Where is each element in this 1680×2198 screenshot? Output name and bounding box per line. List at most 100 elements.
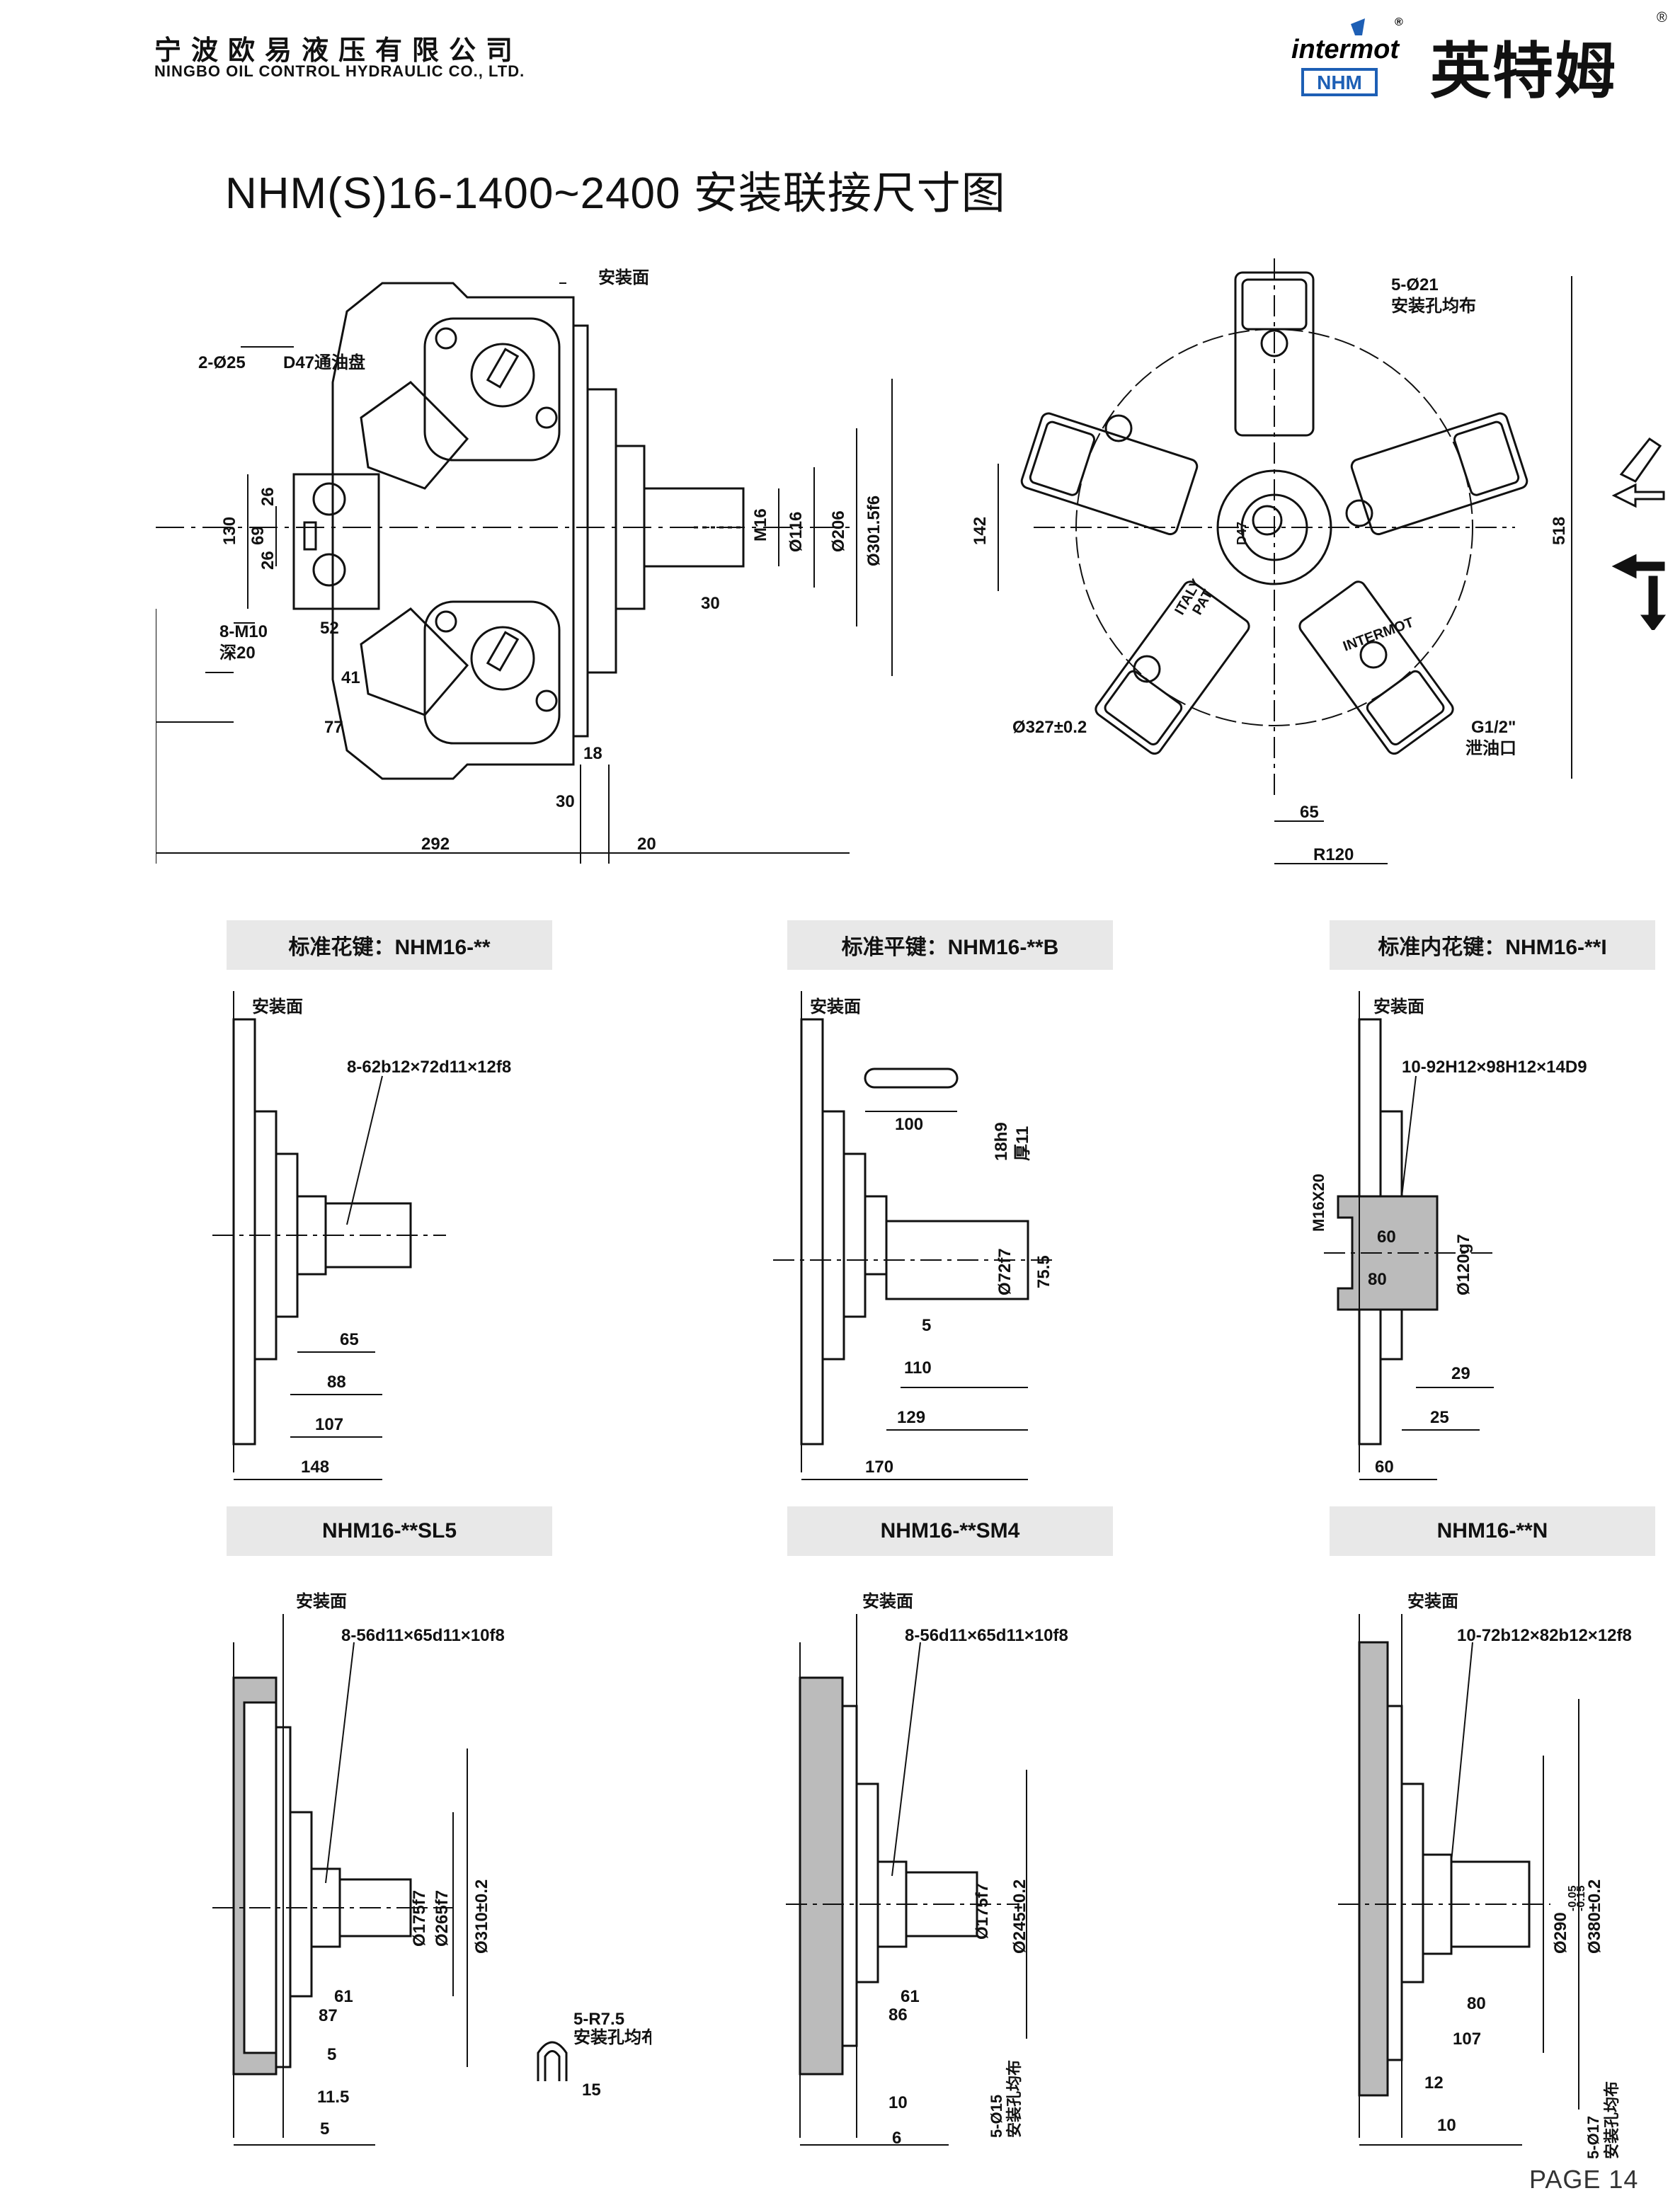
svg-text:Ø120g7: Ø120g7 (1454, 1234, 1473, 1295)
svg-text:26: 26 (258, 487, 278, 506)
svg-text:29: 29 (1451, 1364, 1470, 1383)
svg-text:110: 110 (904, 1358, 932, 1378)
svg-text:88: 88 (327, 1373, 346, 1392)
svg-text:厚11: 厚11 (1013, 1126, 1032, 1161)
svg-text:10: 10 (1437, 2116, 1456, 2135)
svg-text:18: 18 (583, 744, 602, 763)
svg-text:80: 80 (1467, 1994, 1486, 2013)
svg-text:47: 47 (249, 2158, 268, 2159)
svg-text:30: 30 (701, 594, 720, 613)
holes-2-label: 2-Ø25 (198, 353, 246, 372)
svg-text:35: 35 (1366, 2158, 1385, 2159)
svg-text:25: 25 (1430, 1408, 1449, 1427)
svg-text:M16X20: M16X20 (1310, 1174, 1327, 1232)
section-label-sm4: NHM16-**SM4 (787, 1506, 1113, 1556)
svg-text:5-R7.5: 5-R7.5 (573, 2010, 624, 2029)
svg-text:5: 5 (320, 2119, 329, 2139)
svg-text:Ø380±0.2: Ø380±0.2 (1585, 1879, 1604, 1954)
svg-text:-0.15: -0.15 (1575, 1885, 1587, 1911)
svg-text:5-Ø17: 5-Ø17 (1584, 2116, 1602, 2159)
svg-text:10-72b12×82b12×12f8: 10-72b12×82b12×12f8 (1457, 1626, 1632, 1645)
svg-text:Ø310±0.2: Ø310±0.2 (472, 1879, 491, 1954)
svg-text:安装孔均布: 安装孔均布 (1391, 296, 1476, 316)
shaft-drawing-sm4: 安装面 8-56d11×65d11×10f8 Ø175f7 Ø245±0.2 6… (786, 1591, 1068, 2159)
svg-text:G1/2": G1/2" (1471, 718, 1516, 737)
svg-text:R120: R120 (1313, 845, 1354, 864)
svg-text:170: 170 (865, 1458, 893, 1477)
svg-text:61: 61 (334, 1987, 353, 2006)
svg-text:129: 129 (897, 1408, 925, 1427)
svg-text:Ø245±0.2: Ø245±0.2 (1010, 1879, 1029, 1954)
front-view-drawing: 5-Ø21 安装孔均布 142 518 Ø327±0.2 G1/2" 泄油口 6… (971, 258, 1572, 864)
company-name-cn: 宁波欧易液压有限公司 (154, 36, 523, 66)
svg-text:5: 5 (327, 2045, 336, 2064)
shaft-drawing-internal-spline: 安装面 10-92H12×98H12×14D9 M16X20 60 80 Ø12… (1310, 991, 1587, 1480)
rotation-direction-icon (1611, 437, 1666, 630)
d47-label: D47通油盘 (283, 353, 365, 372)
svg-text:142: 142 (971, 517, 990, 545)
page-title: NHM(S)16-1400~2400 安装联接尺寸图 (225, 169, 1006, 218)
svg-text:77: 77 (324, 718, 343, 737)
svg-text:8-56d11×65d11×10f8: 8-56d11×65d11×10f8 (905, 1626, 1068, 1645)
svg-text:90: 90 (320, 2158, 339, 2159)
svg-text:50: 50 (811, 2158, 830, 2159)
svg-text:安装孔均布: 安装孔均布 (1603, 2081, 1621, 2159)
side-view-drawing: 安装面 2-Ø25 D47通油盘 8-M10 深20 130 69 26 26 … (156, 268, 893, 864)
shaft-drawing-n: 安装面 10-72b12×82b12×12f8 Ø290 -0.05 -0.15… (1338, 1591, 1632, 2159)
svg-text:20: 20 (637, 835, 656, 854)
svg-text:安装面: 安装面 (252, 997, 303, 1017)
svg-text:INTERMOT: INTERMOT (1341, 614, 1416, 654)
svg-text:Ø175f7: Ø175f7 (410, 1890, 429, 1947)
svg-text:69: 69 (248, 526, 268, 545)
svg-text:292: 292 (421, 835, 450, 854)
svg-text:107: 107 (315, 1415, 343, 1434)
svg-text:Ø116: Ø116 (787, 512, 806, 552)
svg-text:61: 61 (901, 1987, 920, 2006)
svg-text:10-92H12×98H12×14D9: 10-92H12×98H12×14D9 (1402, 1058, 1587, 1077)
section-label-standard-spline: 标准花键：NHM16-** (227, 920, 552, 970)
svg-text:5-Ø15: 5-Ø15 (988, 2095, 1005, 2138)
registered-mark: ® (1657, 10, 1667, 25)
svg-text:26: 26 (258, 551, 278, 570)
shaft-drawing-flat-key: 安装面 100 18h9 厚11 Ø72f7 75.5 5 110 129 17… (773, 991, 1056, 1480)
svg-text:安装面: 安装面 (296, 1591, 347, 1611)
mount-face-label: 安装面 (598, 268, 649, 287)
svg-text:Ø175f7: Ø175f7 (973, 1883, 992, 1940)
svg-text:8-56d11×65d11×10f8: 8-56d11×65d11×10f8 (341, 1626, 505, 1645)
shaft-drawing-standard-spline: 安装面 8-62b12×72d11×12f8 65 88 107 148 (212, 991, 511, 1480)
svg-text:Ø72f7: Ø72f7 (995, 1248, 1015, 1295)
svg-text:安装孔均布: 安装孔均布 (573, 2027, 651, 2047)
depth-label: 深20 (219, 643, 256, 663)
shaft-drawing-sl5: 安装面 8-56d11×65d11×10f8 Ø175f7 Ø265f7 Ø31… (212, 1591, 651, 2159)
svg-text:5-Ø21: 5-Ø21 (1391, 275, 1439, 294)
svg-text:Ø265f7: Ø265f7 (433, 1890, 452, 1947)
logo-badge: NHM (1317, 71, 1362, 93)
svg-text:52: 52 (320, 619, 339, 638)
svg-text:安装面: 安装面 (1407, 1591, 1458, 1611)
svg-text:65: 65 (1300, 803, 1319, 822)
svg-text:D47: D47 (1235, 522, 1249, 545)
section-label-internal-spline: 标准内花键：NHM16-**I (1330, 920, 1655, 970)
logo-text: intermot (1291, 35, 1400, 64)
svg-text:15: 15 (582, 2080, 601, 2100)
svg-text:Ø327±0.2: Ø327±0.2 (1012, 718, 1087, 737)
intermot-logo: intermot NHM ® (1291, 16, 1403, 96)
m10-label: 8-M10 (219, 622, 268, 641)
svg-text:107: 107 (1453, 2030, 1481, 2049)
page-number: PAGE 14 (1529, 2165, 1639, 2194)
svg-text:M16: M16 (751, 508, 770, 542)
svg-text:132: 132 (1444, 2158, 1473, 2159)
svg-text:11.5: 11.5 (317, 2088, 349, 2107)
svg-text:100: 100 (895, 1115, 923, 1134)
svg-text:86: 86 (885, 2158, 904, 2159)
svg-text:Ø206: Ø206 (829, 510, 848, 552)
svg-text:安装面: 安装面 (862, 1591, 913, 1611)
svg-text:8-62b12×72d11×12f8: 8-62b12×72d11×12f8 (347, 1058, 511, 1077)
svg-text:30: 30 (556, 792, 575, 811)
svg-text:安装孔均布: 安装孔均布 (1005, 2060, 1023, 2138)
svg-text:-0.05: -0.05 (1567, 1885, 1579, 1911)
svg-text:5: 5 (922, 1316, 931, 1335)
svg-text:60: 60 (1375, 1458, 1394, 1477)
svg-text:安装面: 安装面 (810, 997, 861, 1017)
svg-text:60: 60 (1377, 1227, 1396, 1247)
